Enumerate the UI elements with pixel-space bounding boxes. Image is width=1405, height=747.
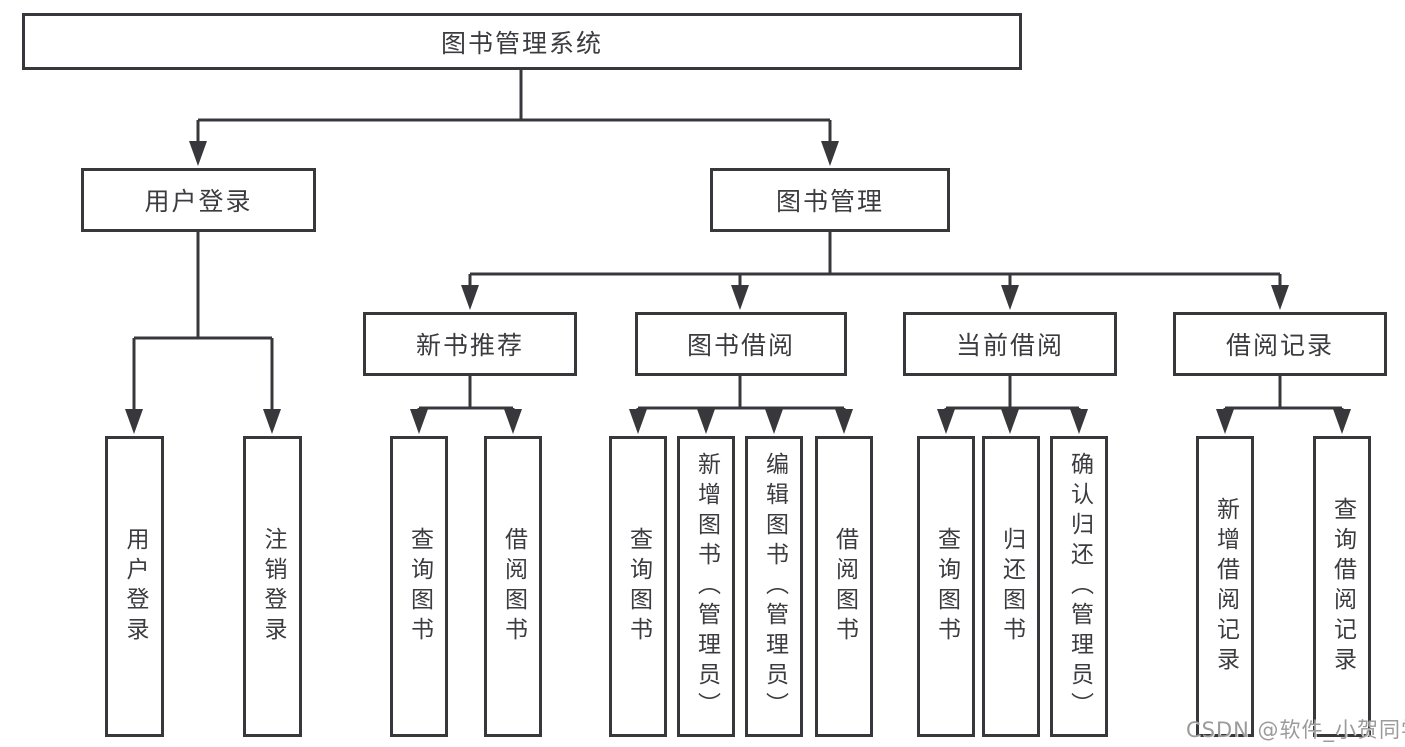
leaf-return-books-label: 归还图书 bbox=[998, 526, 1025, 647]
node-book-borrowing-label: 图书借阅 bbox=[686, 331, 795, 360]
leaf-user-login-label: 用户登录 bbox=[122, 526, 148, 647]
node-book-management-label: 图书管理 bbox=[775, 187, 884, 216]
leaf-return-books: 归还图书 bbox=[982, 436, 1040, 737]
leaf-edit-books-admin: 编辑图书（管理员） bbox=[745, 436, 803, 737]
leaf-borrow-books-recommend-label: 借阅图书 bbox=[500, 526, 527, 647]
leaf-borrow-books-recommend: 借阅图书 bbox=[484, 436, 542, 737]
leaf-borrow-books: 借阅图书 bbox=[815, 436, 873, 737]
leaf-add-borrow-record-label: 新增借阅记录 bbox=[1212, 496, 1239, 677]
node-root-label: 图书管理系统 bbox=[440, 28, 603, 58]
leaf-edit-books-admin-label: 编辑图书（管理员） bbox=[761, 451, 788, 722]
node-book-management: 图书管理 bbox=[710, 168, 950, 232]
node-book-borrowing: 图书借阅 bbox=[635, 312, 847, 376]
leaf-query-books-current: 查询图书 bbox=[917, 436, 975, 737]
leaf-add-books-admin: 新增图书（管理员） bbox=[677, 436, 735, 737]
leaf-query-books-recommend: 查询图书 bbox=[390, 436, 448, 737]
leaf-confirm-return-admin: 确认归还（管理员） bbox=[1050, 436, 1108, 737]
node-borrowing-records: 借阅记录 bbox=[1173, 312, 1387, 376]
leaf-add-books-admin-label: 新增图书（管理员） bbox=[693, 451, 720, 722]
node-borrowing-records-label: 借阅记录 bbox=[1225, 331, 1334, 360]
node-current-borrowing: 当前借阅 bbox=[903, 312, 1117, 376]
node-current-borrowing-label: 当前借阅 bbox=[955, 331, 1064, 360]
leaf-borrow-books-label: 借阅图书 bbox=[831, 526, 858, 647]
leaf-query-books-borrow: 查询图书 bbox=[609, 436, 667, 737]
leaf-user-login: 用户登录 bbox=[105, 436, 164, 737]
node-new-book-recommend: 新书推荐 bbox=[363, 312, 577, 376]
leaf-logout-label: 注销登录 bbox=[260, 526, 286, 647]
leaf-query-borrow-record-label: 查询借阅记录 bbox=[1329, 496, 1356, 677]
leaf-logout: 注销登录 bbox=[243, 436, 302, 737]
csdn-watermark: CSDN @软件_小贺同学 bbox=[1186, 718, 1405, 742]
leaf-query-books-borrow-label: 查询图书 bbox=[625, 526, 652, 647]
node-user-login: 用户登录 bbox=[81, 168, 316, 232]
node-new-book-recommend-label: 新书推荐 bbox=[415, 331, 524, 360]
leaf-confirm-return-admin-label: 确认归还（管理员） bbox=[1066, 451, 1093, 722]
node-user-login-label: 用户登录 bbox=[144, 187, 253, 216]
leaf-query-books-recommend-label: 查询图书 bbox=[406, 526, 433, 647]
leaf-query-borrow-record: 查询借阅记录 bbox=[1313, 436, 1371, 737]
leaf-add-borrow-record: 新增借阅记录 bbox=[1196, 436, 1254, 737]
leaf-query-books-current-label: 查询图书 bbox=[933, 526, 960, 647]
node-root: 图书管理系统 bbox=[22, 13, 1022, 70]
